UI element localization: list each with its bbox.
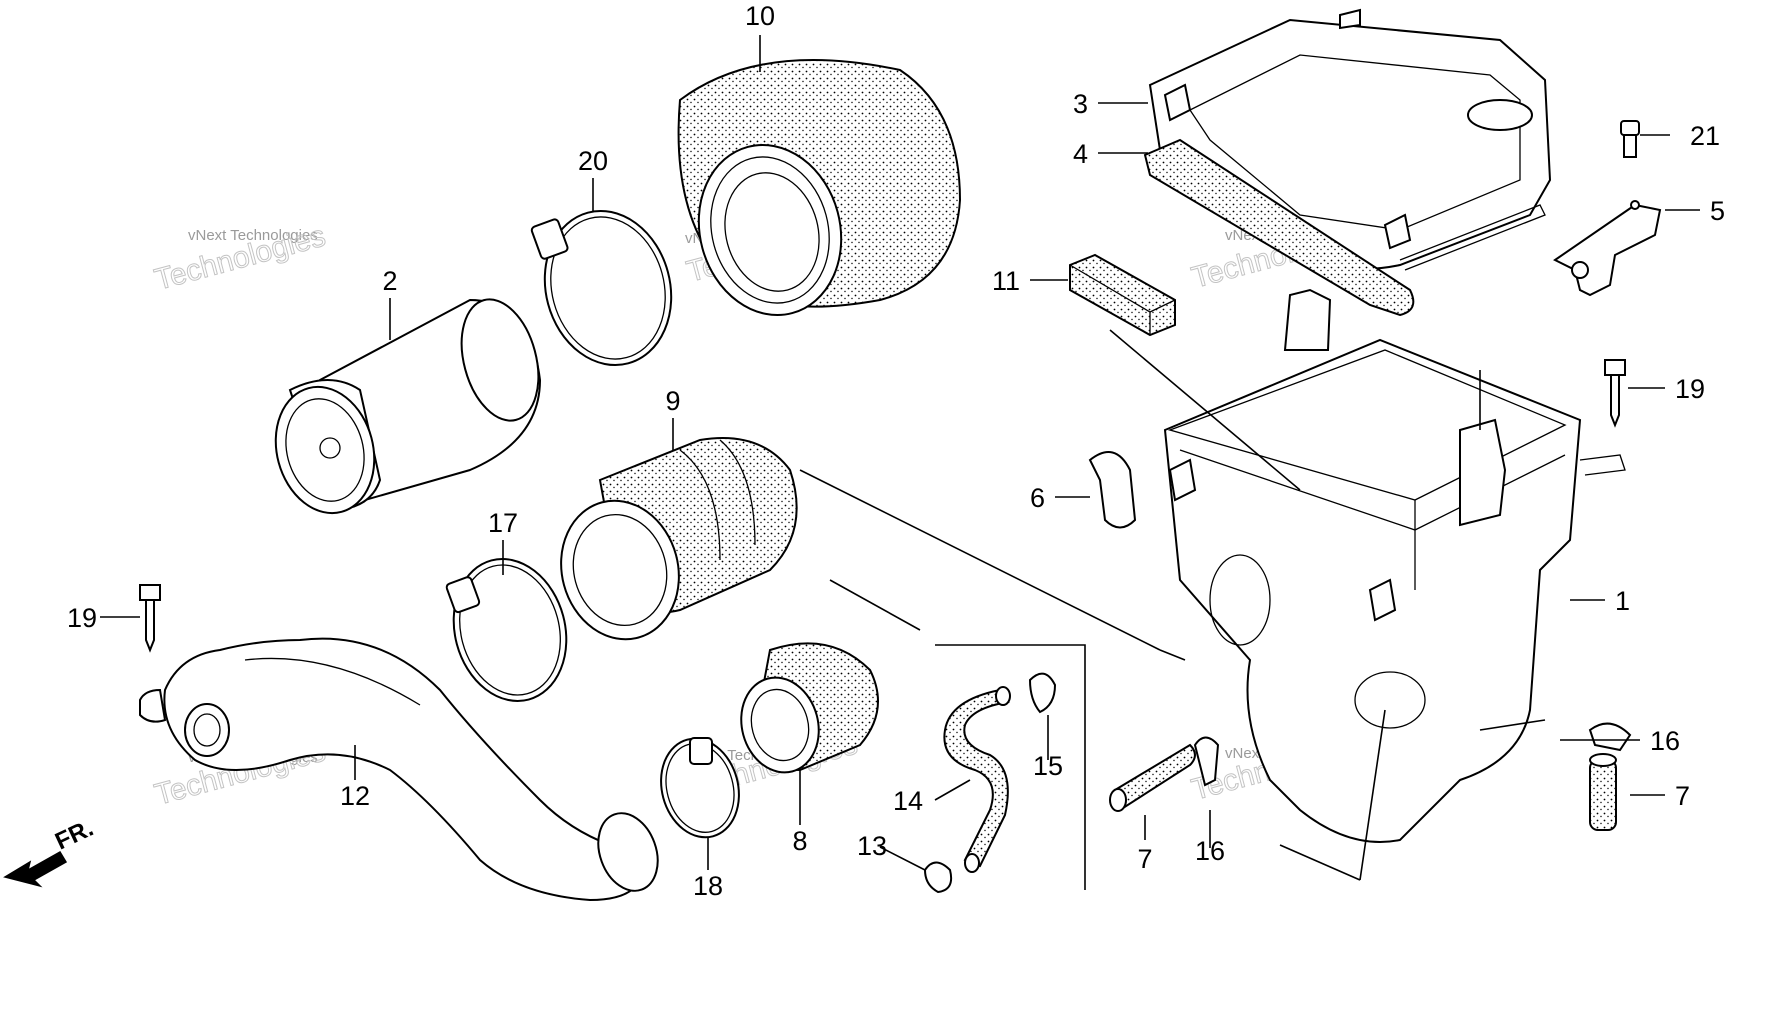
label-1: 1	[1615, 586, 1630, 616]
label-4: 4	[1073, 139, 1088, 169]
label-12: 12	[340, 781, 370, 811]
part-3-case-cover	[1148, 8, 1552, 271]
label-15: 15	[1033, 751, 1063, 781]
front-direction-arrow: FR.	[3, 815, 98, 888]
part-19-rivet-left	[139, 584, 161, 653]
part-18-band-clamp	[660, 737, 740, 839]
part-6-clip	[1088, 451, 1137, 529]
part-14-drain-hose	[935, 644, 1086, 890]
label-17: 17	[488, 508, 518, 538]
label-8: 8	[792, 826, 807, 856]
part-1-air-cleaner-case	[1163, 288, 1626, 843]
part-7-drain-plug-right	[1589, 753, 1617, 831]
label-18: 18	[693, 871, 723, 901]
part-11-sponge	[1069, 253, 1176, 337]
part-9-connecting-tube	[560, 437, 798, 641]
part-20-band-clamp	[530, 209, 673, 367]
label-3: 3	[1073, 89, 1088, 119]
label-20: 20	[578, 146, 608, 176]
part-19-rivet-right	[1604, 359, 1626, 428]
part-number-labels: 10 20 2 9 17 19 12 8 18 14 13 15 3 4 11 …	[67, 1, 1725, 901]
part-12-intake-duct	[139, 637, 659, 902]
label-2: 2	[382, 266, 397, 296]
part-13-clip	[923, 861, 953, 894]
label-16-right: 16	[1650, 726, 1680, 756]
label-9: 9	[665, 386, 680, 416]
label-21: 21	[1690, 121, 1720, 151]
part-2-element-holder	[274, 298, 542, 515]
part-17-band-clamp	[445, 558, 568, 702]
part-4-gasket	[1143, 138, 1546, 317]
label-7-right: 7	[1675, 781, 1690, 811]
label-11: 11	[992, 266, 1020, 296]
part-16-clamp-right	[1588, 722, 1632, 752]
label-16-left: 16	[1195, 836, 1225, 866]
label-13: 13	[857, 831, 887, 861]
leader-lines	[100, 35, 1700, 881]
label-14: 14	[893, 786, 923, 816]
label-19-left: 19	[67, 603, 97, 633]
part-16-clamp-left	[1193, 736, 1220, 787]
part-15-clip	[1028, 672, 1057, 714]
part-7-drain-plug-left	[1109, 743, 1196, 812]
label-6: 6	[1030, 483, 1045, 513]
label-19-right: 19	[1675, 374, 1705, 404]
fr-label: FR.	[51, 815, 97, 856]
part-5-bracket	[1553, 200, 1662, 297]
part-8-boot	[740, 642, 879, 774]
label-10: 10	[745, 1, 775, 31]
part-21-bolt	[1620, 120, 1640, 158]
label-7-left: 7	[1137, 844, 1152, 874]
svg-text:vNext Technologies: vNext Technologies	[188, 227, 318, 244]
label-5: 5	[1710, 196, 1725, 226]
part-10-foam-element	[677, 59, 962, 317]
